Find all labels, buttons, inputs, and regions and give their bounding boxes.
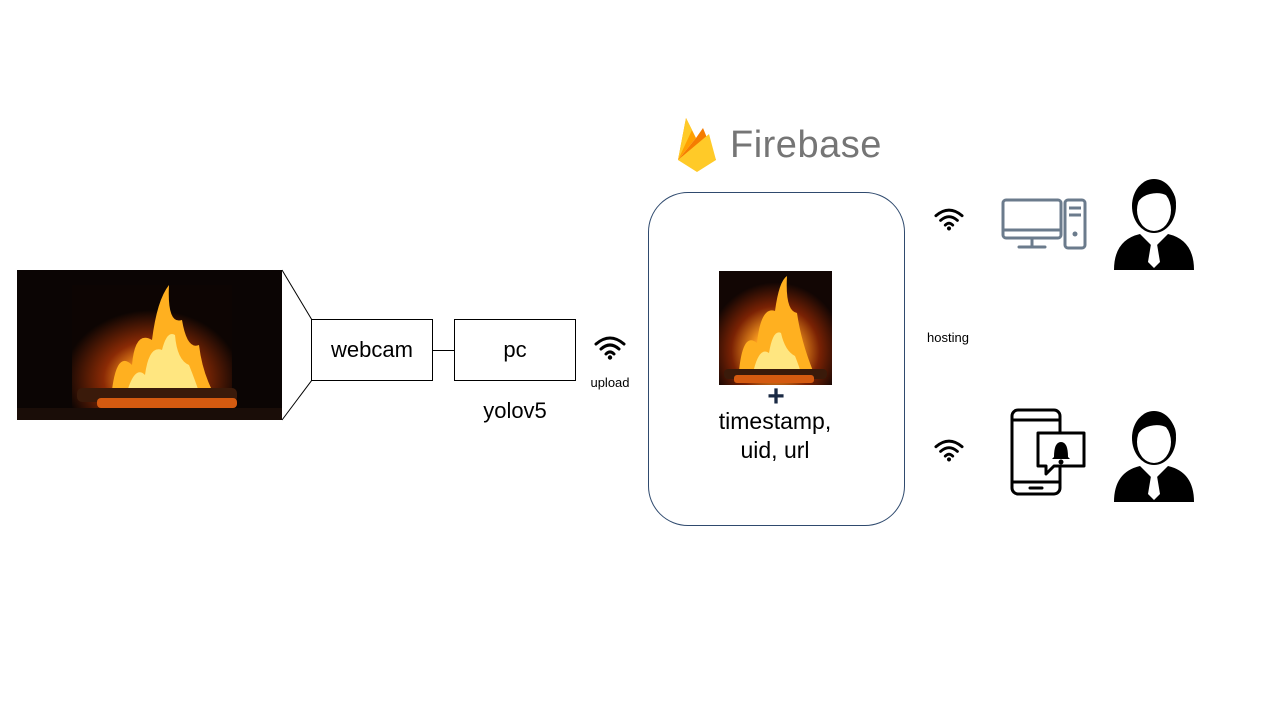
hosting-label: hosting [927, 330, 969, 345]
fireplace-image [17, 270, 282, 420]
firebase-logo: Firebase [676, 116, 882, 174]
payload-field-2: uid, url [740, 437, 810, 463]
payload-field-1: timestamp, [718, 408, 832, 434]
wifi-icon [594, 336, 626, 360]
upload-label: upload [590, 375, 630, 390]
firebase-flame-icon [676, 116, 718, 174]
firebase-logo-text: Firebase [730, 123, 882, 166]
user-businessman-icon [1110, 172, 1198, 272]
pc-box: pc [454, 319, 576, 381]
desktop-computer-icon [1001, 198, 1087, 252]
wifi-icon-hosting-bottom [934, 439, 964, 462]
wifi-icon-hosting-top [934, 208, 964, 231]
user-businessman-icon-2 [1110, 404, 1198, 504]
webcam-box: webcam [311, 319, 433, 381]
webcam-pc-connector [433, 350, 455, 351]
yolo-label: yolov5 [483, 398, 547, 423]
webcam-label: webcam [331, 337, 413, 362]
pc-label: pc [503, 337, 527, 362]
plus-sign: + [767, 380, 785, 413]
connector-lines [281, 269, 313, 421]
fire-thumbnail-image [719, 271, 832, 385]
firebase-container [648, 192, 905, 526]
smartphone-notification-icon [1010, 408, 1088, 498]
